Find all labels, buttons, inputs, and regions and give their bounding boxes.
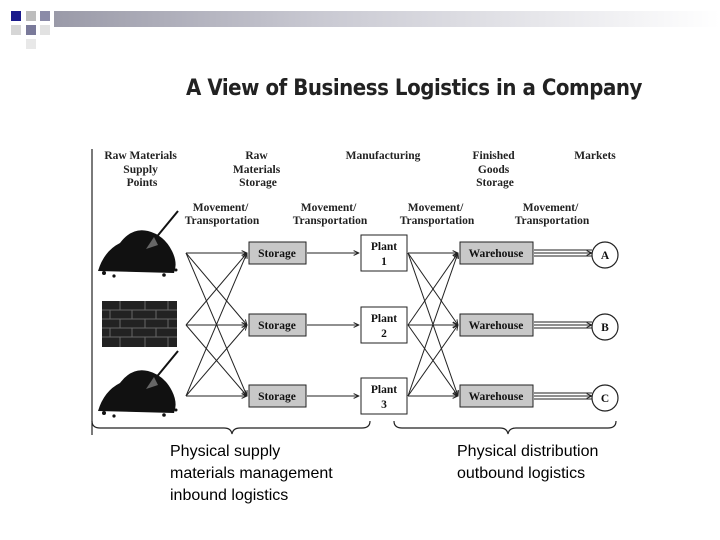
dirt-pile-icon xyxy=(98,350,179,418)
warehouse-to-market-arrows xyxy=(534,249,592,400)
warehouse-box-1: Warehouse xyxy=(459,241,534,265)
supply-brace xyxy=(91,420,371,435)
supply-to-storage-arrows xyxy=(185,253,247,396)
logistics-diagram: Raw Materials Supply Points Raw Material… xyxy=(91,149,619,435)
storage-label: Storage xyxy=(258,391,296,403)
header-manufacturing: Manufacturing xyxy=(346,150,421,162)
corner-square-light xyxy=(26,39,36,49)
brick-wall-icon xyxy=(102,301,177,347)
warehouse-label: Warehouse xyxy=(469,248,524,260)
corner-square-light xyxy=(40,25,50,35)
svg-text:A: A xyxy=(601,250,610,262)
warehouse-box-2: Warehouse xyxy=(459,313,534,337)
header-raw-materials-storage: Raw Materials Storage xyxy=(233,150,283,189)
storage-box-2: Storage xyxy=(248,313,307,337)
plant-box-1: Plant 1 xyxy=(360,234,408,272)
slide-title: A View of Business Logistics in a Compan… xyxy=(186,76,642,101)
warehouse-label: Warehouse xyxy=(469,320,524,332)
corner-square-mid xyxy=(40,11,50,21)
movement-label-1: Movement/ Transportation xyxy=(185,202,260,227)
market-a: A xyxy=(591,241,619,269)
storage-label: Storage xyxy=(258,320,296,332)
plant-number: 2 xyxy=(381,328,387,340)
header-markets: Markets xyxy=(574,150,616,162)
movement-label-3: Movement/ Transportation xyxy=(400,202,475,227)
storage-box-3: Storage xyxy=(248,384,307,408)
movement-label-4: Movement/ Transportation xyxy=(515,202,590,227)
plant-box-2: Plant 2 xyxy=(360,306,408,344)
header-finished-goods-storage: Finished Goods Storage xyxy=(472,150,517,189)
market-b: B xyxy=(591,313,619,341)
caption-physical-supply: Physical supply materials management inb… xyxy=(170,443,333,504)
corner-square-dark xyxy=(11,11,21,21)
corner-square-light xyxy=(11,25,21,35)
dirt-pile-icon xyxy=(98,210,179,278)
plant-number: 3 xyxy=(381,399,387,411)
movement-label-2: Movement/ Transportation xyxy=(293,202,368,227)
plant-label: Plant xyxy=(371,384,397,396)
storage-box-1: Storage xyxy=(248,241,307,265)
header-raw-materials-supply-points: Raw Materials Supply Points xyxy=(104,150,179,189)
plant-to-warehouse-arrows xyxy=(407,253,458,396)
plant-label: Plant xyxy=(371,313,397,325)
warehouse-label: Warehouse xyxy=(469,391,524,403)
distribution-brace xyxy=(393,420,617,435)
plant-number: 1 xyxy=(381,256,387,268)
warehouse-box-3: Warehouse xyxy=(459,384,534,408)
plant-box-3: Plant 3 xyxy=(360,377,408,415)
svg-text:C: C xyxy=(601,393,609,405)
corner-square-light xyxy=(26,11,36,21)
plant-label: Plant xyxy=(371,241,397,253)
caption-physical-distribution: Physical distribution outbound logistics xyxy=(457,443,599,482)
market-c: C xyxy=(591,384,619,412)
storage-label: Storage xyxy=(258,248,296,260)
svg-text:B: B xyxy=(601,322,609,334)
corner-square-mid xyxy=(26,25,36,35)
header-bar xyxy=(54,11,720,27)
storage-to-plant-arrows xyxy=(307,253,359,396)
